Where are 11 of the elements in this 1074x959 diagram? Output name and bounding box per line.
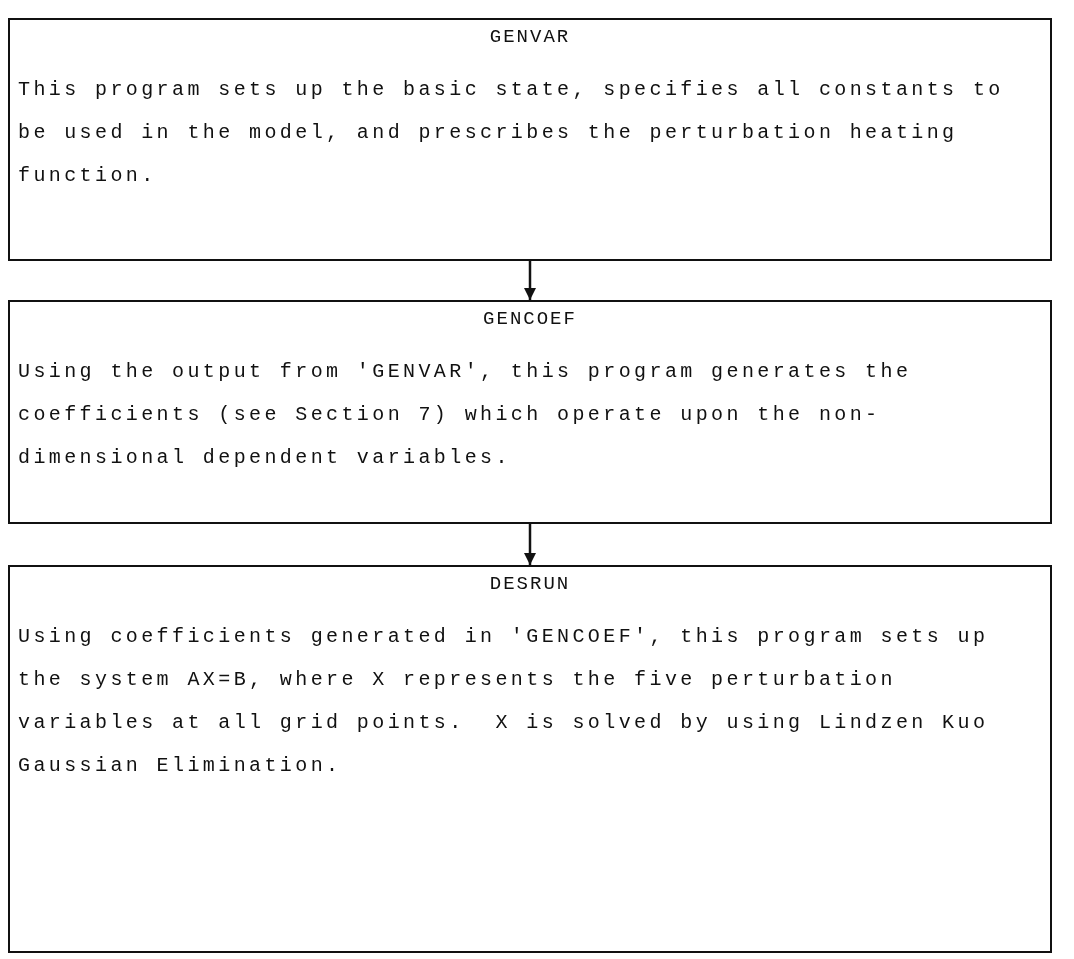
box-title: GENVAR	[488, 26, 572, 48]
arrow	[523, 261, 537, 300]
box-description: This program sets up the basic state, specifies all constants to be used in the model, and prescribes the perturbation heating function.	[18, 77, 1005, 189]
box-title: DESRUN	[488, 573, 572, 595]
box-description: Using the output from 'GENVAR', this program generates the coefficients (see Section 7) which operate upon the non-dimensional dependent variables.	[18, 359, 913, 471]
process-box	[8, 565, 1052, 953]
process-box	[8, 18, 1052, 261]
box-description: Using coefficients generated in 'GENCOEF', this program sets up the system AX=B, where X represents the five perturbation variables at all grid points. X is solved by using Lindzen Kuo Gaussian Elimination.	[18, 624, 990, 779]
box-title: GENCOEF	[482, 308, 578, 330]
process-box	[8, 300, 1052, 524]
arrow	[523, 524, 537, 565]
